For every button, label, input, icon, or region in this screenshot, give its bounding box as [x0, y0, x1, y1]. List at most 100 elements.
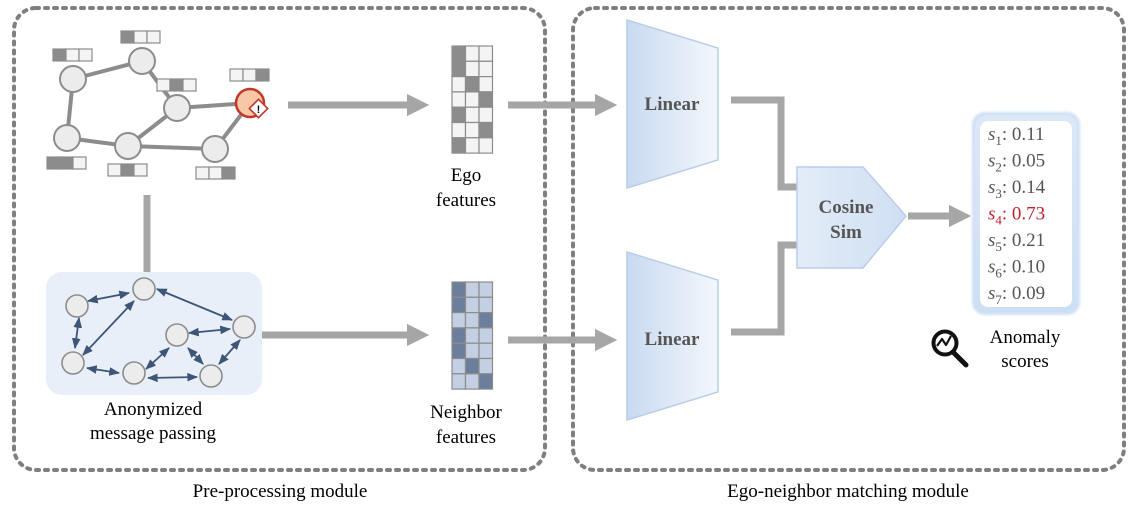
node-feature-bar: [156, 78, 197, 92]
anomaly-score-item: s4: 0.73: [988, 204, 1045, 228]
cosine-sim-block: Cosine Sim: [796, 166, 907, 269]
feature-cell: [464, 296, 480, 314]
feature-cell: [464, 327, 480, 344]
node-feature-bar: [195, 166, 236, 180]
anomaly-score-item: s5: 0.21: [988, 230, 1045, 254]
feature-cell: [221, 166, 236, 180]
anonymized-node: [132, 277, 156, 301]
feature-cell: [464, 106, 480, 124]
linear-block-bottom: Linear: [626, 250, 719, 422]
anomaly-warning-icon: !: [248, 98, 269, 119]
feature-cell: [242, 68, 257, 82]
score-subscript: 5: [995, 239, 1002, 254]
feature-cell: [464, 373, 480, 390]
feature-cell: [451, 106, 467, 124]
anomaly-score-item: s3: 0.14: [988, 177, 1046, 201]
graph-node: [59, 65, 87, 93]
feature-cell: [451, 296, 467, 314]
feature-cell: [464, 137, 480, 154]
feature-cell: [464, 45, 480, 62]
score-value: : 0.10: [1002, 257, 1045, 278]
anonymized-node: [165, 323, 189, 347]
feature-cell: [59, 156, 74, 170]
matching-module-caption: Ego-neighbor matching module: [727, 481, 969, 502]
feature-cell: [478, 137, 494, 154]
score-subscript: 2: [995, 160, 1002, 175]
preprocessing-module-border: [12, 6, 547, 472]
feature-cell: [451, 121, 467, 139]
feature-cell: [451, 281, 467, 298]
feature-cell: [229, 68, 244, 82]
graph-node: [128, 47, 156, 75]
feature-cell: [478, 342, 494, 360]
feature-cell: [107, 163, 122, 177]
anonymized-graph: [61, 277, 256, 388]
feature-cell: [478, 327, 494, 344]
feature-cell: [169, 78, 184, 92]
feature-cell: [120, 163, 135, 177]
node-feature-bar: [107, 163, 148, 177]
score-value: : 0.14: [1002, 177, 1046, 198]
score-symbol: s: [988, 257, 995, 278]
linear-bottom-to-cosine-connector: [731, 241, 797, 336]
feature-cell: [78, 48, 93, 62]
score-subscript: 4: [995, 213, 1002, 228]
linear-top-label: Linear: [645, 94, 700, 115]
feature-cell: [52, 48, 67, 62]
anonymized-label-line1: Anonymized: [104, 399, 203, 420]
magnifier-search-icon: [931, 329, 969, 368]
anomaly-score-item: s7: 0.09: [988, 283, 1045, 307]
feature-cell: [451, 312, 467, 329]
node-feature-bar: [229, 68, 270, 82]
score-subscript: 6: [995, 266, 1002, 281]
neighbor-features-label-line2: features: [436, 427, 496, 448]
anomaly-scores-label-line1: Anomaly: [990, 327, 1061, 348]
ego-features-label-line1: Ego: [451, 165, 482, 186]
feature-cell: [72, 156, 87, 170]
node-feature-bar: [120, 30, 161, 44]
neighbor-features-label-line1: Neighbor: [430, 402, 502, 423]
score-subscript: 3: [995, 186, 1002, 201]
score-value: : 0.09: [1002, 283, 1045, 304]
linear-block-top: Linear: [626, 18, 719, 190]
feature-cell: [182, 78, 197, 92]
feature-cell: [451, 91, 467, 108]
anonymized-node: [199, 364, 223, 388]
graph-node: [53, 124, 81, 152]
feature-cell: [451, 45, 467, 62]
input-graph: !: [46, 30, 270, 180]
graph-node: [201, 135, 229, 163]
score-subscript: 7: [995, 292, 1002, 307]
feature-cell: [120, 30, 135, 44]
feature-cell: [464, 60, 480, 78]
score-symbol: s: [988, 283, 995, 304]
feature-cell: [451, 373, 467, 390]
score-value: : 0.73: [1002, 204, 1045, 225]
feature-cell: [464, 342, 480, 360]
ego-feature-matrix: [451, 45, 494, 154]
svg-text:!: !: [257, 104, 261, 116]
neighbor-feature-matrix: [451, 281, 494, 390]
feature-cell: [478, 91, 494, 108]
score-box-inner: [980, 121, 1072, 307]
feature-cell: [451, 357, 467, 375]
node-feature-bar: [46, 156, 87, 170]
feature-cell: [146, 30, 161, 44]
ego-features-label-line2: features: [436, 190, 496, 211]
feature-cell: [208, 166, 223, 180]
feature-cell: [478, 106, 494, 124]
cosine-label-line2: Sim: [830, 222, 862, 243]
anonymized-node: [61, 351, 85, 375]
feature-cell: [478, 121, 494, 139]
feature-cell: [451, 342, 467, 360]
feature-cell: [451, 75, 467, 93]
feature-cell: [451, 137, 467, 154]
feature-cell: [478, 281, 494, 298]
feature-cell: [464, 312, 480, 329]
anonymized-node: [122, 361, 146, 385]
anomaly-scores-label-line2: scores: [1001, 351, 1048, 372]
linear-top-to-cosine-connector: [731, 96, 797, 191]
feature-cell: [156, 78, 171, 92]
preprocessing-module-caption: Pre-processing module: [193, 481, 368, 502]
